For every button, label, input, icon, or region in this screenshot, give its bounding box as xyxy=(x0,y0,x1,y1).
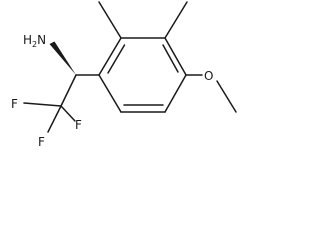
bond-cf3-to-f-bottom xyxy=(47,105,62,133)
fluorine-bottom-label: F xyxy=(38,135,45,149)
fluorine-right-label: F xyxy=(75,118,82,132)
ring-bond-4 xyxy=(164,74,187,113)
amine-h-symbol: H xyxy=(23,33,32,47)
bond-cf3-to-f-left xyxy=(23,102,62,107)
oxygen-label: O xyxy=(204,69,213,83)
amine-n-symbol: N xyxy=(37,33,46,47)
ring-double-bond-inner-2 xyxy=(162,44,179,73)
amine-subscript: 2 xyxy=(32,40,37,49)
bond-methyl-2 xyxy=(164,1,188,39)
ring-bond-6 xyxy=(98,74,122,113)
bond-oxygen-to-methyl xyxy=(216,80,237,113)
bond-chiral-to-cf3 xyxy=(60,74,77,107)
ring-bond-3 xyxy=(164,37,187,76)
molecule-structure: H2N F F F O xyxy=(11,1,237,149)
ring-double-bond-inner-1 xyxy=(107,44,126,74)
ring-bond-1 xyxy=(98,37,122,76)
bond-cf3-to-f-right xyxy=(60,105,76,122)
wedge-bond-amine xyxy=(49,41,76,75)
amine-label: H2N xyxy=(23,33,46,49)
bond-methyl-1 xyxy=(98,1,122,39)
fluorine-left-label: F xyxy=(11,97,18,111)
